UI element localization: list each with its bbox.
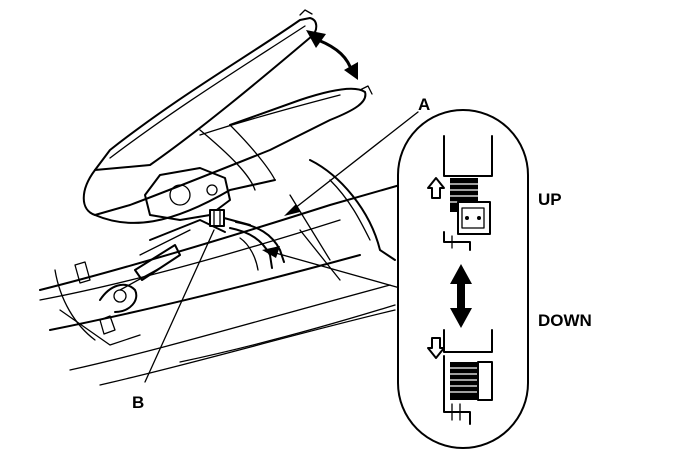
leader-line-b [144, 229, 215, 383]
label-a: A [418, 95, 430, 114]
ratchet-mechanism [74, 167, 285, 335]
down-arrow-icon [427, 337, 445, 359]
brake-lever [82, 9, 373, 224]
label-b: B [132, 393, 144, 412]
detail-pointer [262, 246, 401, 289]
label-down: DOWN [538, 311, 592, 330]
leader-line-a [284, 111, 419, 216]
adjuster-down-graphic [443, 329, 493, 425]
up-arrow-icon [427, 177, 445, 199]
detail-callout [397, 109, 529, 449]
adjuster-up-graphic [443, 135, 493, 251]
label-up: UP [538, 190, 562, 209]
double-vertical-arrow-icon [450, 264, 472, 328]
lever-motion-arrow [306, 30, 358, 80]
console-body [39, 159, 401, 386]
